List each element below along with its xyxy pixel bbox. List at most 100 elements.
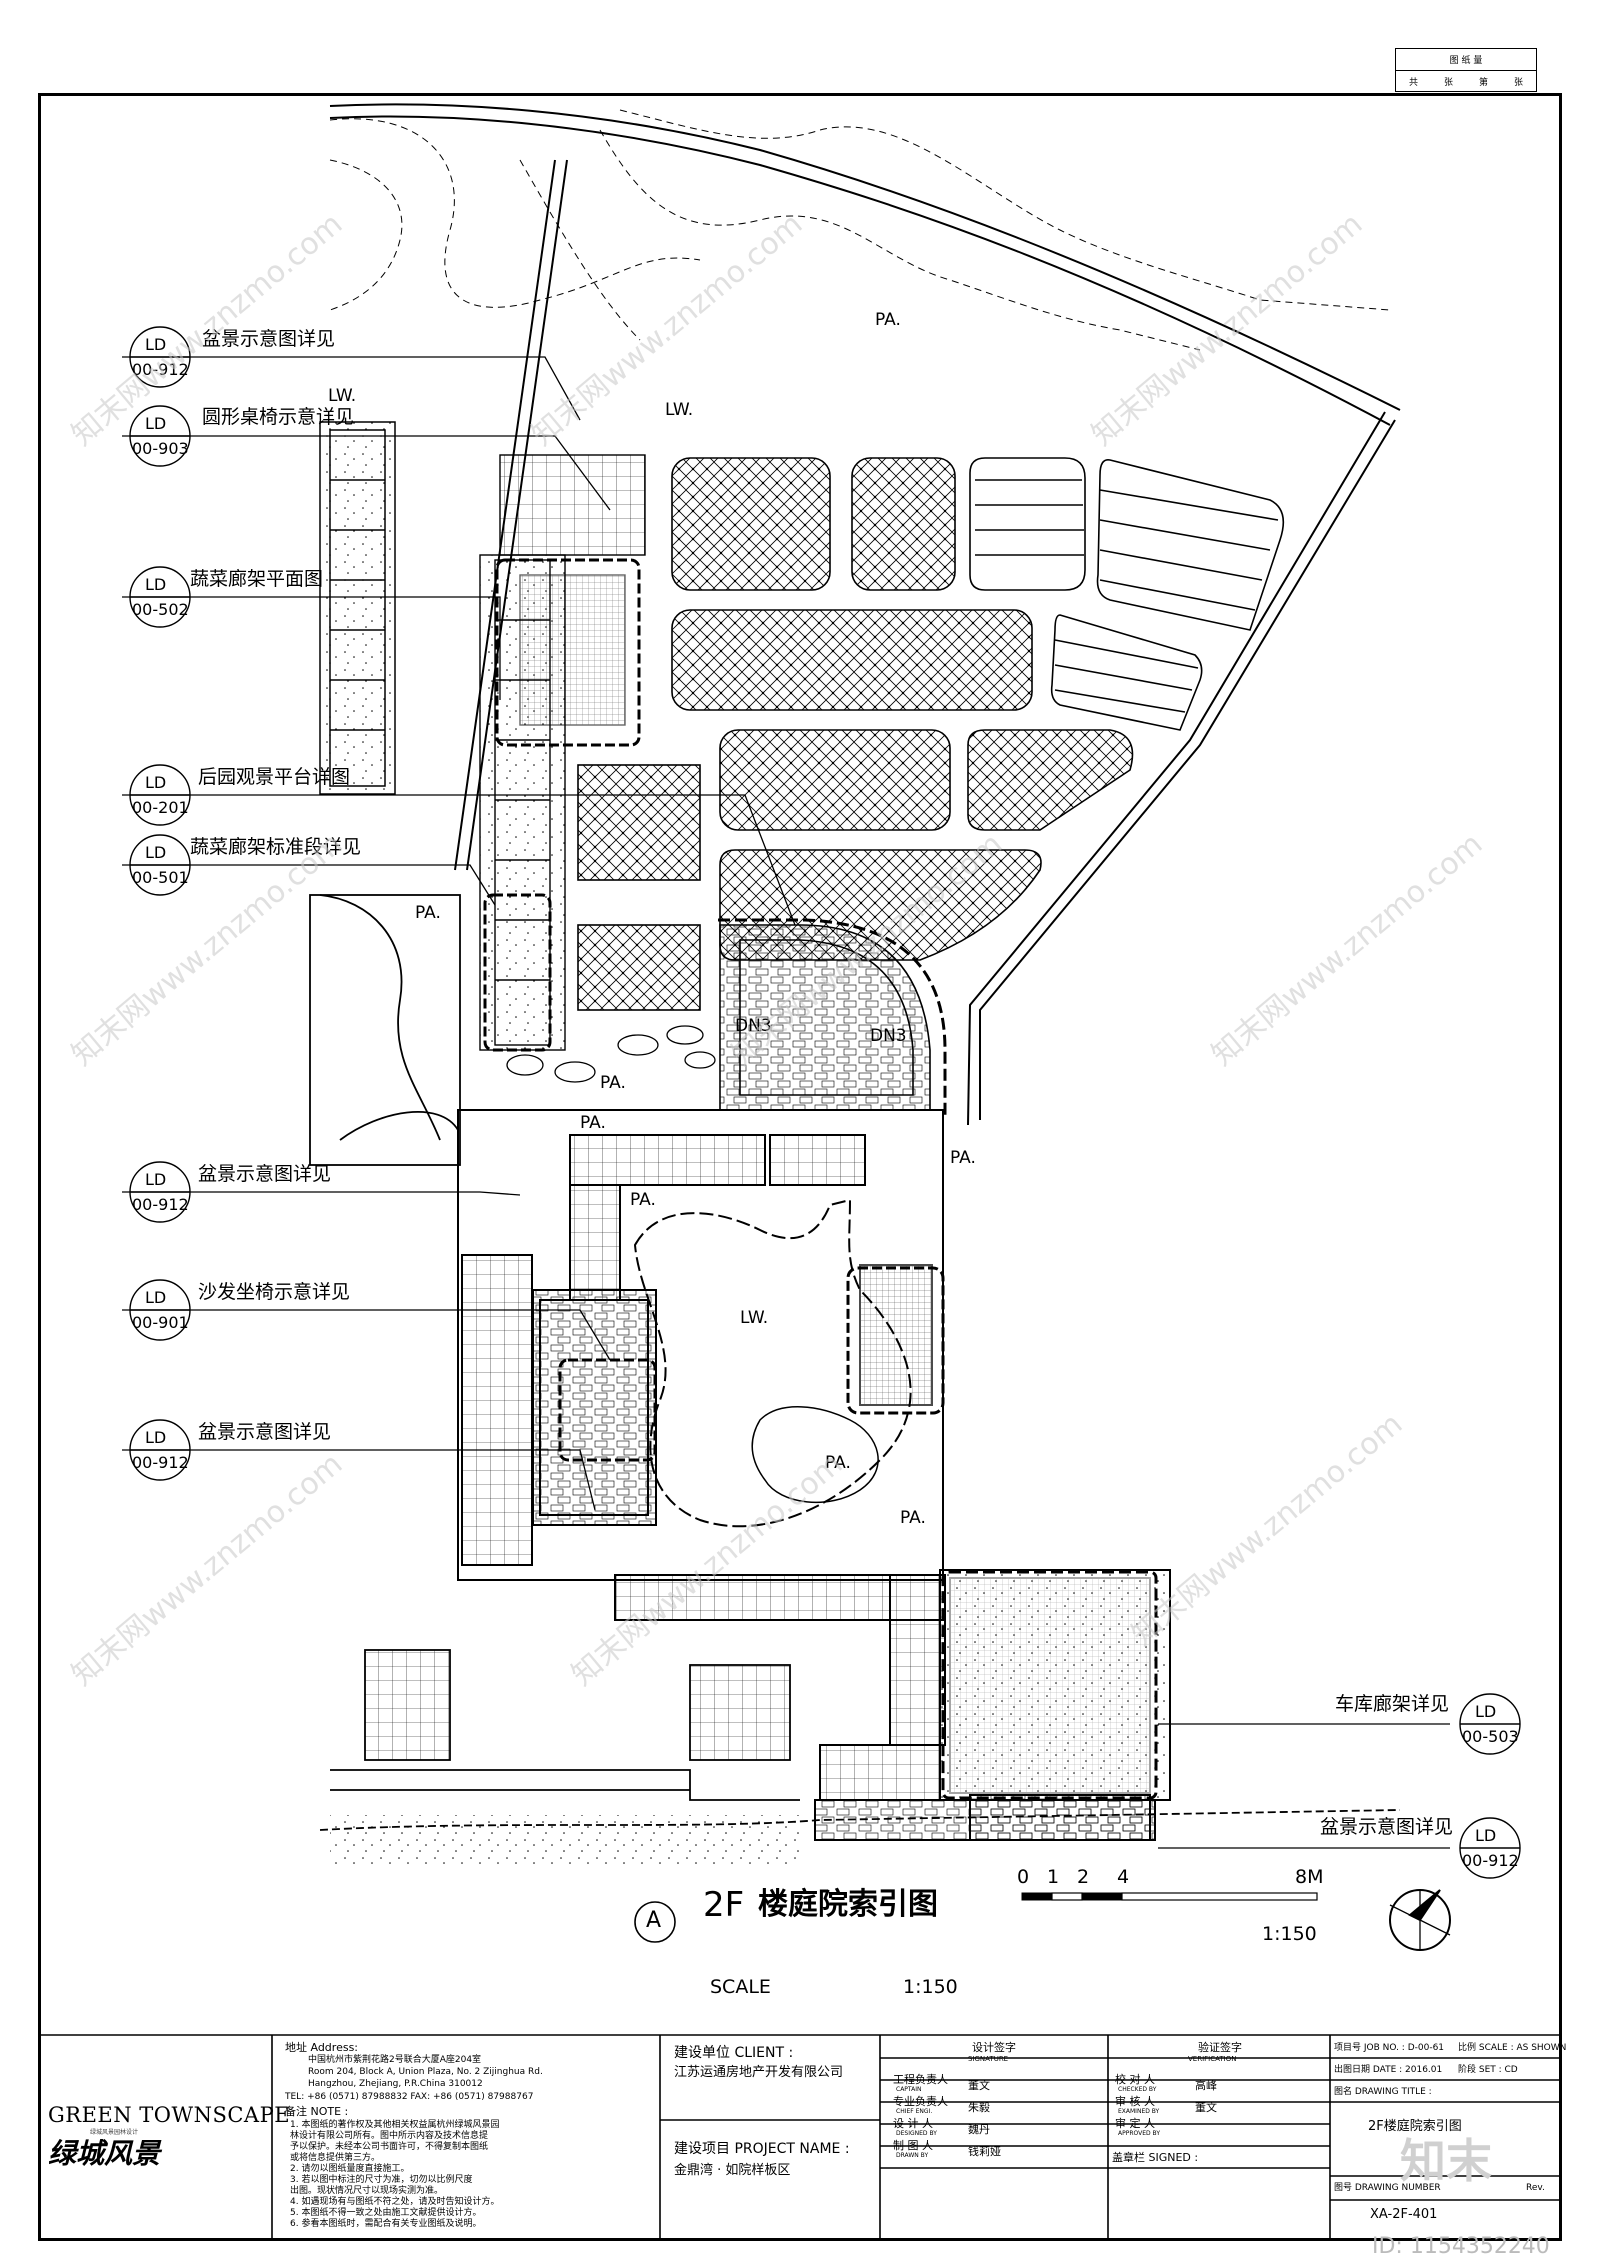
title-letter: A — [646, 1908, 662, 1933]
plan-label-pa: PA. — [900, 1508, 926, 1528]
note-line: 6. 参看本图纸时，需配合有关专业图纸及说明。 — [290, 2219, 482, 2229]
company-name-en-sub: 绿城风景园林设计 — [90, 2129, 139, 2136]
note-line: 林设计有限公司所有。图中所示内容及技术信息提 — [290, 2131, 489, 2141]
drawing-count-box: 图 纸 量 共 张 第 张 — [1395, 48, 1537, 92]
title-block-frame — [40, 2034, 1560, 2240]
scale-bar — [1021, 1892, 1318, 1901]
verification-name: 董文 — [1195, 2101, 1217, 2114]
job-number: 项目号 JOB NO. : D-00-61 — [1334, 2043, 1445, 2053]
callout-text: 盆景示意图详见 — [198, 1163, 332, 1185]
note-line: 2. 请勿以图纸量度直接施工。 — [290, 2164, 410, 2174]
notes-list: 1. 本图纸的著作权及其他相关权益属杭州绿城风景园 林设计有限公司所有。图中所示… — [290, 2120, 655, 2230]
callout-sheet: 00-501 — [132, 868, 189, 887]
signature-name: 魏丹 — [968, 2123, 990, 2136]
scale-tick: 2 — [1077, 1866, 1090, 1888]
callout-text: 盆景示意图详见 — [1320, 1816, 1454, 1838]
herb-beds — [577, 764, 701, 1011]
project-label: 建设项目 PROJECT NAME : — [674, 2141, 850, 2157]
address-en: Room 204, Block A, Union Plaza, No. 2 Zi… — [308, 2067, 543, 2077]
drawing-count-cell: 第 — [1478, 78, 1488, 88]
plan-label-dn3: DN3 — [870, 1026, 907, 1046]
signature-role-en: DESIGNED BY — [896, 2130, 937, 2137]
drawing-count-cell: 张 — [1443, 78, 1453, 88]
note-label: 备注 NOTE : — [285, 2105, 349, 2118]
plan-label-pa: PA. — [630, 1190, 656, 1210]
callout-id: LD — [1475, 1702, 1497, 1721]
address-cn: 中国杭州市紫荆花路2号联合大厦A座204室 — [308, 2055, 482, 2065]
client-label: 建设单位 CLIENT : — [674, 2045, 794, 2061]
vegetable-trellis-left — [319, 421, 396, 795]
note-line: 5. 本图纸不得一致之处由施工文献提供设计方。 — [290, 2208, 482, 2218]
north-arrow — [1389, 1889, 1451, 1951]
stamp-label: 盖章栏 SIGNED : — [1112, 2151, 1199, 2164]
signature-header-en: SIGNATURE — [968, 2055, 1009, 2063]
callout-sheet: 00-903 — [132, 439, 189, 458]
scale-tick: 8M — [1295, 1866, 1324, 1888]
signature-role: 工程负责人 — [893, 2073, 948, 2086]
callout-text: 后园观景平台详图 — [198, 766, 351, 788]
verification-role: 审 定 人 — [1115, 2117, 1155, 2130]
plan-label-pa: PA. — [415, 903, 441, 923]
callout-id: LD — [145, 335, 167, 354]
verification-role: 审 核 人 — [1115, 2095, 1155, 2108]
viewing-platform — [718, 918, 947, 1115]
striped-beds — [969, 457, 1285, 731]
plan-label-dn3: DN3 — [735, 1016, 772, 1036]
note-line: 或将信息提供第三方。 — [290, 2153, 381, 2163]
address-en: Hangzhou, Zhejiang, P.R.China 310012 — [308, 2079, 483, 2089]
note-line: 3. 若以图中标注的尺寸为准，切勿以比例尺度 — [290, 2175, 473, 2185]
lower-courtyard — [457, 1109, 945, 1581]
site-boundary-road — [329, 103, 1401, 1126]
signature-role-en: CAPTAIN — [896, 2086, 922, 2093]
callout-text: 车库廊架详见 — [1335, 1693, 1450, 1715]
drawing-count-cell: 共 — [1408, 78, 1418, 88]
signature-role: 设 计 人 — [893, 2117, 933, 2130]
signature-role: 专业负责人 — [893, 2095, 948, 2108]
signature-name: 董文 — [968, 2079, 990, 2092]
callout-sheet: 00-912 — [132, 1195, 189, 1214]
company-logo-cn: 绿城风景 — [48, 2137, 161, 2170]
client-name: 江苏运通房地产开发有限公司 — [674, 2065, 844, 2080]
drawing-number-label: 图号 DRAWING NUMBER — [1334, 2183, 1441, 2193]
note-line: 4. 如遇现场有与图纸不符之处，请及时告知设计方。 — [290, 2197, 500, 2207]
note-line: 1. 本图纸的著作权及其他相关权益属杭州绿城风景园 — [290, 2120, 500, 2130]
callout-id: LD — [1475, 1826, 1497, 1845]
callout-bubbles — [129, 326, 1521, 1879]
revision-label: Rev. — [1526, 2183, 1545, 2193]
callout-text: 蔬菜廊架平面图 — [190, 568, 324, 590]
contour-lines — [329, 109, 1391, 351]
stepping-stones — [506, 1025, 716, 1083]
callout-sheet: 00-901 — [132, 1313, 189, 1332]
plan-label-pa: PA. — [875, 310, 901, 330]
callout-text: 蔬菜廊架标准段详见 — [190, 836, 362, 858]
drawing-count-cell: 张 — [1513, 78, 1523, 88]
title-circle — [634, 1901, 676, 1943]
scale-tick: 4 — [1117, 1866, 1130, 1888]
verification-role: 校 对 人 — [1115, 2073, 1155, 2086]
drawing-count-header: 图 纸 量 — [1449, 56, 1483, 66]
drawing-set: 阶段 SET : CD — [1458, 2065, 1518, 2075]
callout-id: LD — [145, 414, 167, 433]
plan-label-lw: LW. — [740, 1308, 769, 1328]
project-name: 金鼎湾 · 如院样板区 — [674, 2163, 791, 2178]
plan-label-pa: PA. — [580, 1113, 606, 1133]
verification-header: 验证签字 — [1198, 2041, 1242, 2054]
callout-sheet: 00-201 — [132, 798, 189, 817]
company-name-en: GREEN TOWNSCAPE — [48, 2103, 291, 2127]
drawing-title: 楼庭院索引图 — [758, 1887, 938, 1922]
callout-sheet: 00-503 — [1462, 1727, 1519, 1746]
verification-role-en: EXAMINED BY — [1118, 2108, 1160, 2115]
plan-label-pa: PA. — [600, 1073, 626, 1093]
scale-value: 1:150 — [903, 1976, 958, 1998]
plan-label-pa: PA. — [825, 1453, 851, 1473]
scale-tick: 0 — [1017, 1866, 1030, 1888]
callout-sheet: 00-502 — [132, 600, 189, 619]
signature-role-en: CHIEF ENGI. — [896, 2108, 933, 2115]
scale-bar-ratio: 1:150 — [1262, 1923, 1317, 1945]
signature-role: 制 图 人 — [893, 2139, 933, 2152]
verification-role-en: CHECKED BY — [1118, 2086, 1157, 2093]
callout-text: 沙发坐椅示意详见 — [198, 1281, 351, 1303]
signature-name: 钱莉娅 — [968, 2145, 1001, 2158]
sheet-frame — [38, 93, 1562, 2241]
